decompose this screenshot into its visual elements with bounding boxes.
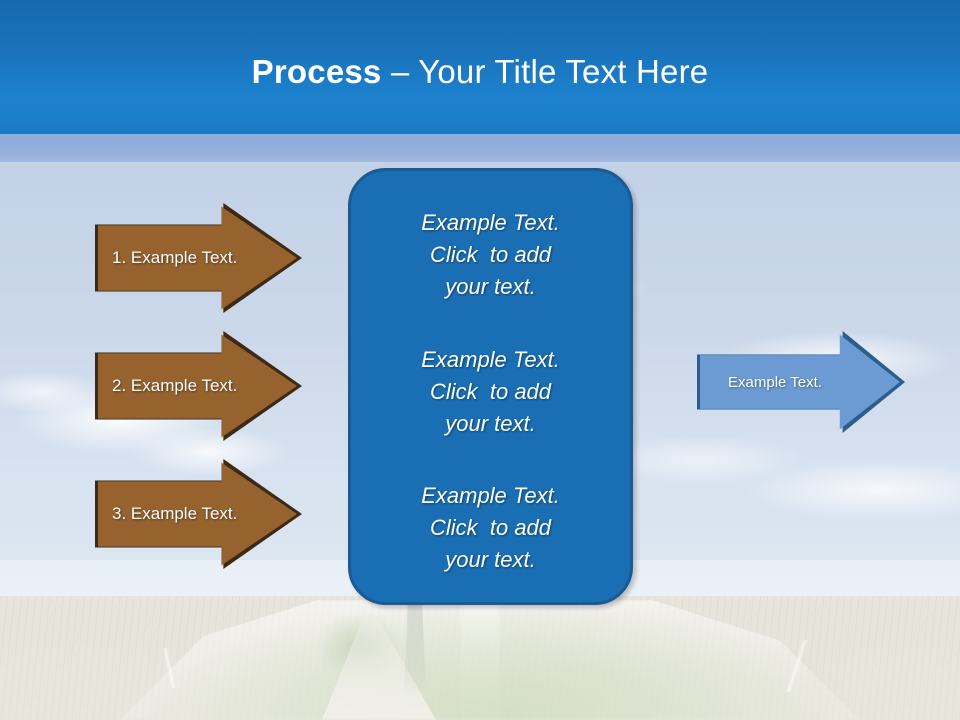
page-title: Process – Your Title Text Here (0, 52, 960, 92)
panel-text-block-1[interactable]: Example Text. Click to add your text. (373, 207, 608, 303)
panel-text-block-2[interactable]: Example Text. Click to add your text. (373, 344, 608, 440)
step-arrow-2[interactable]: 2. Example Text. (95, 331, 302, 441)
step-arrow-3[interactable]: 3. Example Text. (95, 459, 302, 569)
panel-text-block-2-line-2: Click to add (429, 378, 552, 404)
outcome-arrow-label: Example Text. (728, 373, 822, 391)
outcome-arrow[interactable]: Example Text. (697, 331, 905, 433)
background-fence-right (760, 640, 830, 692)
background-meadow (150, 612, 850, 720)
background-fence-left (140, 648, 200, 688)
panel-text-block-3-line-3: your text. (445, 547, 536, 572)
step-arrow-1-label: 1. Example Text. (112, 248, 238, 267)
panel-text-block-1-line-2: Click to add (429, 242, 552, 267)
header-stripe (0, 134, 960, 162)
panel-text-block-3-line-2: Click to add (429, 515, 552, 540)
panel-text-block-2-line-1: Example Text. (421, 346, 560, 372)
page-title-light: – Your Title Text Here (381, 53, 709, 90)
panel-text-block-3-line-1: Example Text. (421, 483, 560, 508)
step-arrow-3-label: 3. Example Text. (112, 504, 238, 523)
panel-text-block-3[interactable]: Example Text. Click to add your text. (373, 480, 608, 576)
step-arrow-1[interactable]: 1. Example Text. (95, 203, 302, 313)
page-title-strong: Process (251, 53, 382, 90)
step-arrow-2-label: 2. Example Text. (112, 376, 238, 395)
panel-text-block-2-line-3: your text. (445, 410, 536, 436)
header-band (0, 0, 960, 134)
panel-text-block-1-line-3: your text. (445, 274, 536, 299)
content-panel[interactable]: Example Text. Click to add your text. Ex… (348, 168, 633, 605)
panel-text-block-1-line-1: Example Text. (421, 210, 560, 235)
